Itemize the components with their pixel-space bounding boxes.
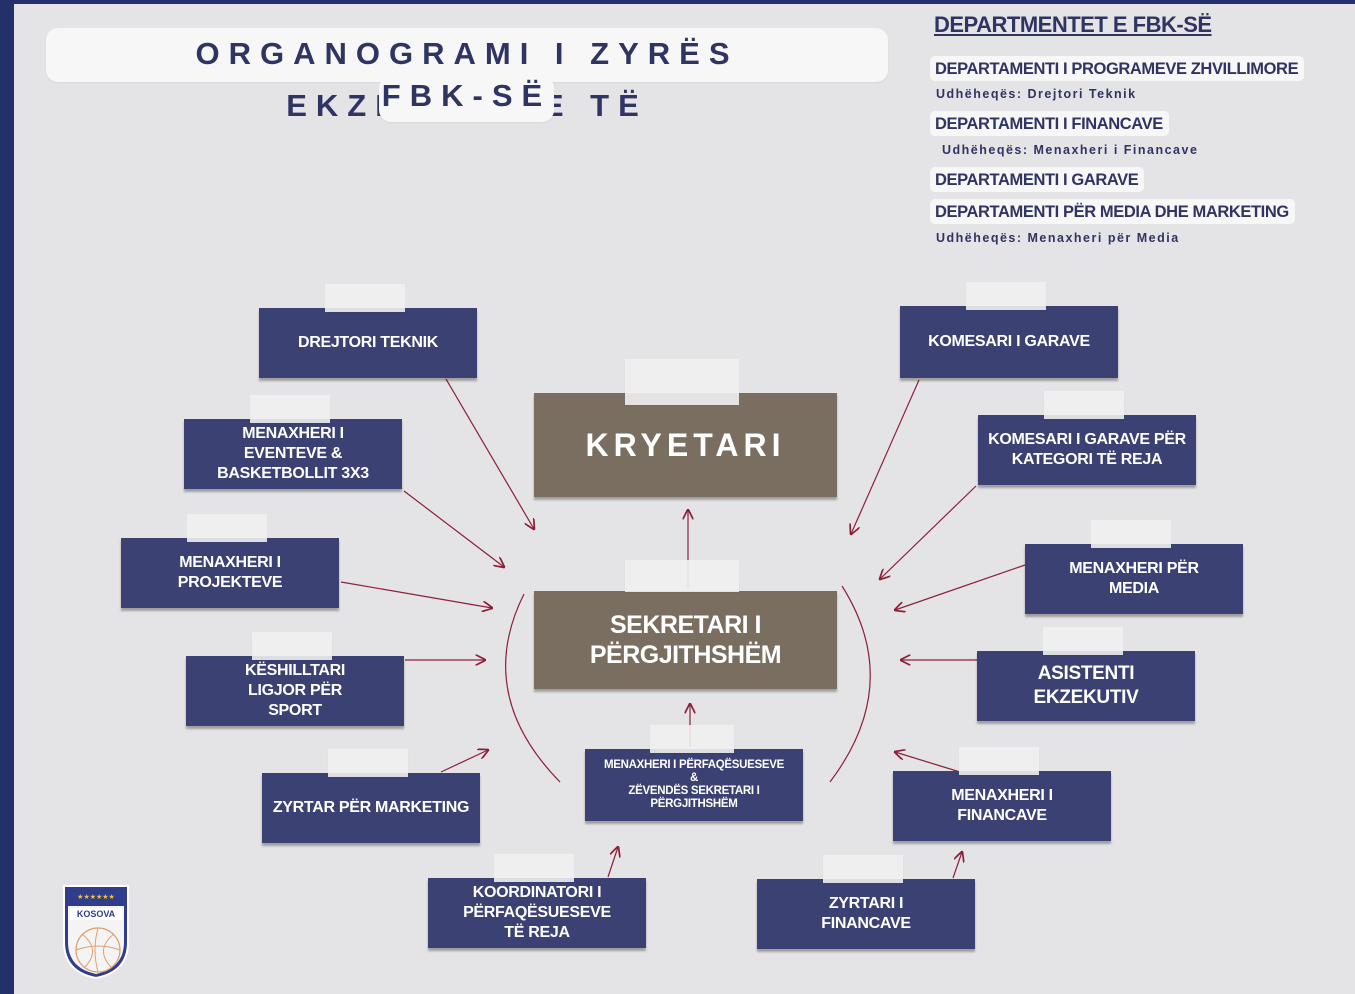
sekretari-label: SEKRETARI I PËRGJITHSHËM [589,611,782,669]
department-games: DEPARTAMENTI I GARAVE [930,167,1145,192]
marketing-officer-box: ZYRTAR PËR MARKETING [262,773,480,843]
arrow-drejtori-to-kryetari [445,378,534,529]
federation-logo-icon: ★★★★★★ KOSOVA [63,885,129,980]
new-teams-coordinator-label: KOORDINATORI I PËRFAQËSUESEVE TË REJA [463,884,611,941]
arrow-coordinator-to-deputy [607,847,618,878]
arrow-komesari-to-kryetari [851,379,920,534]
department-finance: DEPARTAMENTI I FINANCAVE [930,111,1169,136]
finance-manager-box: MENAXHERI I FINANCAVE [893,771,1111,841]
kryetari-box: KRYETARI [534,393,837,497]
executive-assistant-label: ASISTENTI EKZEKUTIV [1033,663,1139,708]
tape-decoration [1091,520,1171,548]
drejtori-teknik-label: DREJTORI TEKNIK [297,334,439,351]
department-media-marketing: DEPARTAMENTI PËR MEDIA DHE MARKETING [930,199,1295,224]
new-categories-commissioner-box: KOMESARI I GARAVE PËR KATEGORI TË REJA [978,415,1196,485]
tape-decoration [650,725,734,753]
tape-decoration [823,855,903,883]
department-programs: DEPARTAMENTI I PROGRAMEVE ZHVILLIMORE [930,56,1305,81]
finance-manager-label: MENAXHERI I FINANCAVE [951,787,1053,824]
tape-decoration [966,282,1046,310]
deputy-label-line-1: MENAXHERI I PËRFAQËSUESEVE [603,759,785,771]
komesari-garave-box: KOMESARI I GARAVE [900,306,1118,378]
tape-decoration [959,747,1039,775]
arrow-media-to-sekretari [895,564,1026,610]
drejtori-teknik-box: DREJTORI TEKNIK [259,308,477,378]
tape-decoration [625,359,739,405]
connector-layer [340,378,1026,879]
tape-decoration [325,284,405,312]
deputy-box: MENAXHERI I PËRFAQËSUESEVE & ZËVENDËS SE… [585,749,803,821]
tape-decoration [252,632,332,660]
arrow-finance-officer-to-manager [952,852,962,879]
arrow-events-to-sekretari [403,490,504,567]
events-manager-label: MENAXHERI I EVENTEVE & BASKETBOLLIT 3X3 [217,425,369,482]
department-finance-lead: Udhëheqës: Menaxheri i Financave [942,143,1199,157]
logo-text: KOSOVA [77,909,116,919]
new-categories-commissioner-label: KOMESARI I GARAVE PËR KATEGORI TË REJA [988,431,1186,468]
new-teams-coordinator-box: KOORDINATORI I PËRFAQËSUESEVE TË REJA [428,878,646,948]
finance-officer-label: ZYRTARI I FINANCAVE [821,895,911,932]
arrow-finance-manager-to-sekretari [895,752,961,773]
kryetari-label: KRYETARI [585,427,786,463]
tape-decoration [494,854,574,882]
legal-advisor-label: KËSHILLTARI LIGJOR PËR SPORT [244,662,346,719]
org-chart-canvas: ORGANOGRAMI I ZYRËS EKZEKUTIVE TË FBK-SË… [14,4,1355,994]
tape-decoration [1044,391,1124,419]
tape-decoration [187,514,267,542]
tape-decoration [1043,627,1123,655]
departments-heading: DEPARTMENTET E FBK-SË [934,12,1212,37]
media-manager-box: MENAXHERI PËR MEDIA [1025,544,1243,614]
tape-decoration [250,395,330,423]
arrow-marketing-to-sekretari [440,750,488,773]
finance-officer-box: ZYRTARI I FINANCAVE [757,879,975,949]
right-bracket-arc [829,585,871,783]
legal-advisor-box: KËSHILLTARI LIGJOR PËR SPORT [186,656,404,726]
komesari-garave-label: KOMESARI I GARAVE [928,333,1090,350]
left-bracket-arc [505,593,561,783]
projects-manager-label: MENAXHERI I PROJEKTEVE [177,554,283,591]
logo-stars: ★★★★★★ [77,893,115,901]
department-media-lead: Udhëheqës: Menaxheri për Media [936,231,1180,245]
executive-assistant-box: ASISTENTI EKZEKUTIV [977,651,1195,721]
projects-manager-box: MENAXHERI I PROJEKTEVE [121,538,339,608]
deputy-label-line-3: ZËVENDËS SEKRETARI I PËRGJITHSHËM [628,785,760,810]
media-manager-label: MENAXHERI PËR MEDIA [1069,560,1199,597]
marketing-officer-label: ZYRTAR PËR MARKETING [272,799,470,816]
sekretari-box: SEKRETARI I PËRGJITHSHËM [534,591,837,689]
tape-decoration [625,560,739,592]
page-title-line-1: ORGANOGRAMI I ZYRËS EKZEKUTIVE TË [46,28,888,123]
events-manager-box: MENAXHERI I EVENTEVE & BASKETBOLLIT 3X3 [184,419,402,489]
department-programs-lead: Udhëheqës: Drejtori Teknik [936,87,1137,101]
tape-decoration [328,749,408,777]
arrow-categories-to-sekretari [880,485,977,579]
deputy-label-line-2: & [689,772,698,784]
arrow-projects-to-sekretari [340,581,492,608]
page-title-line-2: FBK-SË [379,76,554,122]
